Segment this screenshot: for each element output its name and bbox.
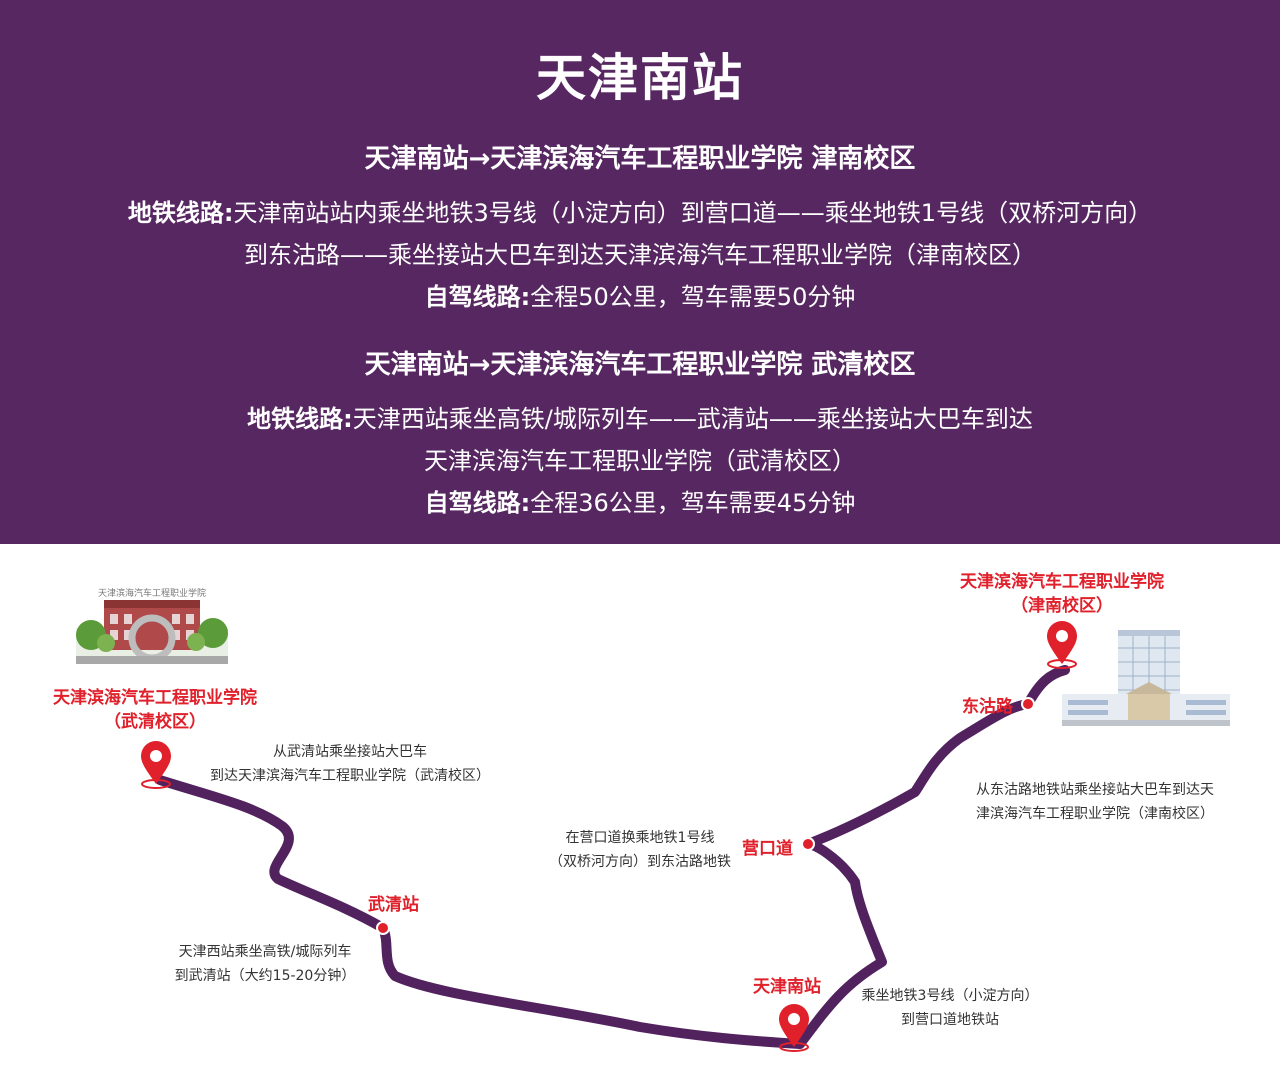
yingkou-transfer-note: 在营口道换乘地铁1号线 （双桥河方向）到东沽路地铁	[540, 826, 740, 874]
page-title: 天津南站	[536, 49, 744, 107]
route1-drive-label: 自驾线路:	[424, 283, 531, 311]
line3-note-line1: 乘坐地铁3号线（小淀方向）	[861, 988, 1039, 1004]
route2-drive-label: 自驾线路:	[424, 489, 531, 517]
yingkou-transfer-note-line1: 在营口道换乘地铁1号线	[565, 830, 715, 846]
west-rail-note: 天津西站乘坐高铁/城际列车 到武清站（大约15-20分钟）	[160, 940, 370, 988]
route1-metro-text: 天津南站站内乘坐地铁3号线（小淀方向）到营口道——乘坐地铁1号线（双桥河方向）	[233, 199, 1153, 227]
donggu-station-dot	[1021, 697, 1035, 711]
route2-drive-text: 全程36公里，驾车需要45分钟	[530, 489, 856, 517]
donggu-bus-note-line2: 津滨海汽车工程职业学院（津南校区）	[976, 806, 1214, 822]
wuqing-campus-sign: 天津滨海汽车工程职业学院	[98, 587, 206, 599]
route1-drive-text: 全程50公里，驾车需要50分钟	[530, 283, 856, 311]
route1-heading: 天津南站→天津滨海汽车工程职业学院 津南校区	[364, 144, 916, 174]
jinnan-campus-pin-icon	[1047, 621, 1077, 669]
route1-metro-cont: 到东沽路——乘坐接站大巴车到达天津滨海汽车工程职业学院（津南校区）	[244, 241, 1036, 269]
tianjin-south-station-label: 天津南站	[753, 977, 821, 997]
route1-metro-label: 地铁线路:	[127, 199, 234, 227]
route2-metro: 地铁线路:天津西站乘坐高铁/城际列车——武清站——乘坐接站大巴车到达	[0, 399, 1280, 434]
route2-metro-cont: 天津滨海汽车工程职业学院（武清校区）	[424, 447, 856, 475]
route2-metro-text: 天津西站乘坐高铁/城际列车——武清站——乘坐接站大巴车到达	[352, 405, 1033, 433]
wuqing-campus-label: 天津滨海汽车工程职业学院 （武清校区）	[45, 686, 265, 734]
route-map-graphics: 天津滨海汽车工程职业学院	[76, 587, 1230, 1052]
route2-metro-label: 地铁线路:	[247, 405, 353, 433]
wuqing-campus-district: （武清校区）	[104, 712, 206, 732]
route2-drive: 自驾线路:全程36公里，驾车需要45分钟	[0, 483, 1280, 518]
wuqing-campus-pin-icon	[141, 741, 171, 789]
line3-note: 乘坐地铁3号线（小淀方向） 到营口道地铁站	[850, 984, 1050, 1032]
route1-drive: 自驾线路:全程50公里，驾车需要50分钟	[0, 277, 1280, 312]
west-rail-note-line1: 天津西站乘坐高铁/城际列车	[178, 944, 352, 960]
yingkou-transfer-note-line2: （双桥河方向）到东沽路地铁	[549, 854, 731, 870]
wuqing-bus-note: 从武清站乘坐接站大巴车 到达天津滨海汽车工程职业学院（武清校区）	[190, 740, 510, 788]
jinnan-campus-name: 天津滨海汽车工程职业学院	[960, 572, 1164, 592]
wuqing-campus-name: 天津滨海汽车工程职业学院	[53, 688, 257, 708]
route-info-panel: 天津南站 天津南站→天津滨海汽车工程职业学院 津南校区 地铁线路:天津南站站内乘…	[0, 0, 1280, 544]
route2-heading: 天津南站→天津滨海汽车工程职业学院 武清校区	[364, 350, 916, 380]
yingkou-station-label: 营口道	[742, 839, 793, 859]
donggu-bus-note-line1: 从东沽路地铁站乘坐接站大巴车到达天	[976, 782, 1214, 798]
line3-note-line2: 到营口道地铁站	[901, 1012, 999, 1028]
wuqing-station-dot	[376, 921, 390, 935]
tianjin-south-pin-icon	[779, 1004, 809, 1052]
jinnan-campus-illustration	[1062, 630, 1230, 726]
wuqing-campus-illustration: 天津滨海汽车工程职业学院	[76, 587, 228, 664]
jinnan-campus-district: （津南校区）	[1011, 596, 1113, 616]
wuqing-bus-note-line2: 到达天津滨海汽车工程职业学院（武清校区）	[210, 768, 490, 784]
route1-metro: 地铁线路:天津南站站内乘坐地铁3号线（小淀方向）到营口道——乘坐地铁1号线（双桥…	[0, 193, 1280, 228]
jinnan-campus-label: 天津滨海汽车工程职业学院 （津南校区）	[950, 570, 1174, 618]
route-map: 天津滨海汽车工程职业学院	[0, 544, 1280, 1084]
wuqing-bus-note-line1: 从武清站乘坐接站大巴车	[273, 744, 427, 760]
donggu-station-label: 东沽路	[962, 697, 1013, 717]
donggu-bus-note: 从东沽路地铁站乘坐接站大巴车到达天 津滨海汽车工程职业学院（津南校区）	[950, 778, 1240, 826]
west-rail-note-line2: 到武清站（大约15-20分钟）	[174, 968, 356, 984]
wuqing-station-label: 武清站	[368, 895, 419, 915]
yingkou-station-dot	[801, 837, 815, 851]
